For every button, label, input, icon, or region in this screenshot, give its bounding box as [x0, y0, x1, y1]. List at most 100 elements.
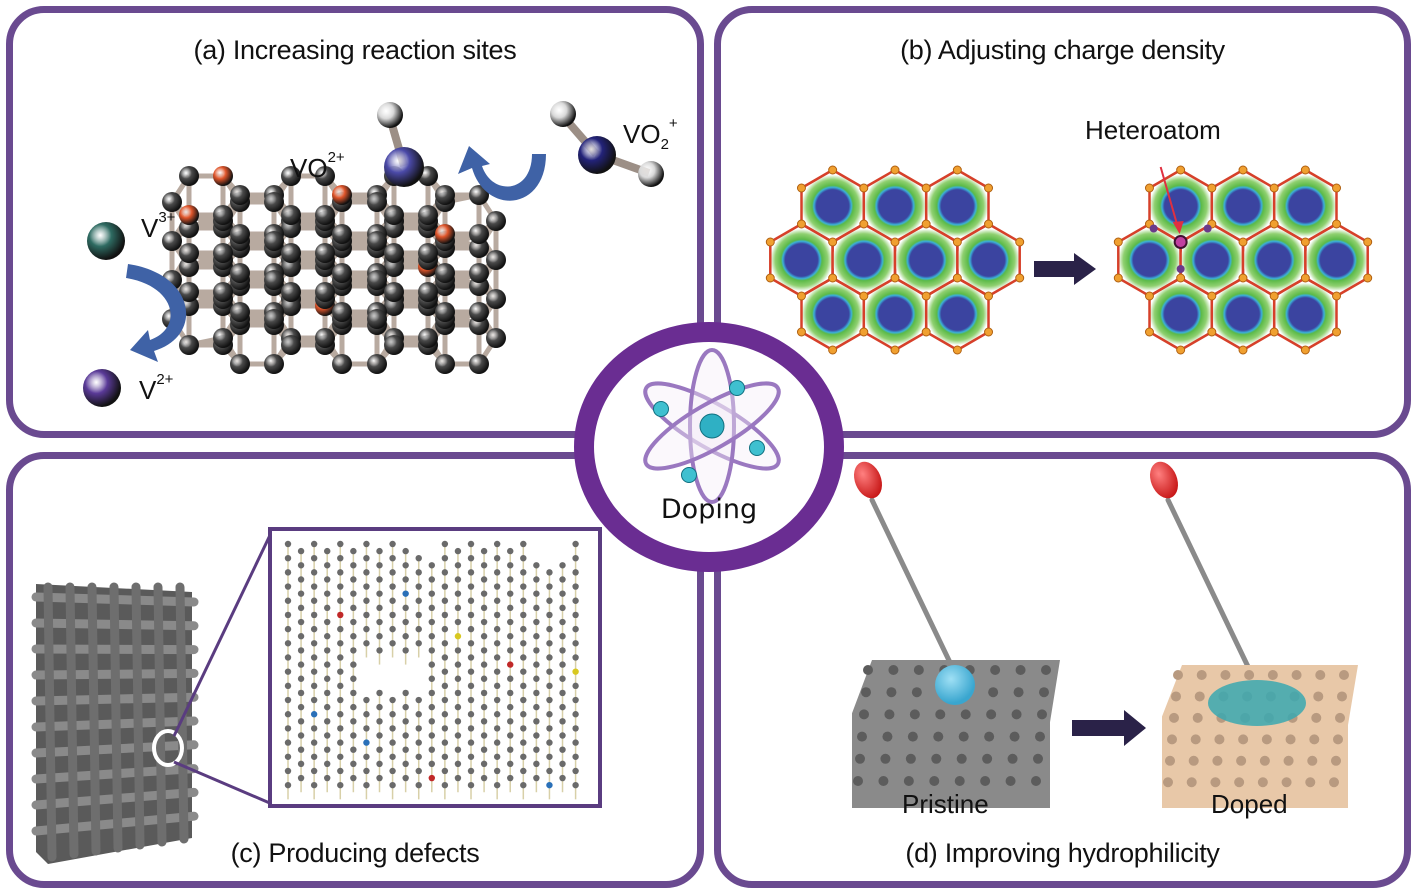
mesh-pore [913, 665, 924, 675]
mesh-pore [933, 731, 944, 742]
carbon-atom [533, 576, 540, 583]
carbon-atom [415, 781, 422, 789]
carbon-atom [507, 618, 514, 626]
carbon-atom [324, 732, 331, 739]
dopant-atom [402, 590, 409, 597]
carbon-atom [454, 562, 462, 569]
lattice-node [1207, 291, 1217, 301]
carbon-atom [415, 625, 422, 633]
carbon-atom [572, 725, 579, 732]
lattice-node [984, 183, 994, 193]
mesh-pore [886, 687, 897, 698]
fiber [131, 582, 145, 850]
carbon-atom [493, 725, 501, 732]
lattice-node [1144, 291, 1154, 301]
carbon-atom [284, 696, 292, 704]
carbon-atom [480, 618, 488, 626]
carbon-atom [281, 166, 301, 186]
carbon-atom [493, 654, 501, 661]
mesh-pore [1190, 734, 1201, 745]
carbon-atom [533, 746, 540, 753]
lattice-node [828, 345, 838, 355]
carbon-atom [572, 711, 579, 718]
species-v2-label: V2+ [139, 371, 174, 405]
carbon-atom [363, 597, 370, 604]
carbon-atom [350, 718, 357, 725]
charge-density-cloud [801, 174, 864, 238]
carbon-atom [428, 661, 435, 668]
carbon-atom [467, 682, 475, 690]
graphene-sheet-with-dopants [83, 101, 664, 407]
carbon-atom [415, 569, 422, 576]
carbon-atom [284, 611, 292, 619]
carbon-atom [480, 547, 488, 555]
mesh-pore [1291, 670, 1302, 680]
carbon-atom [310, 696, 318, 704]
carbon-atom [480, 647, 488, 654]
carbon-atom [520, 625, 527, 633]
dropper-bulb [1150, 461, 1178, 499]
carbon-atom [389, 625, 396, 633]
carbon-atom [467, 640, 475, 647]
curved-arrow-icon [458, 146, 546, 201]
lattice-node [1332, 327, 1342, 337]
carbon-atom [507, 562, 514, 569]
carbon-atom [435, 302, 455, 322]
carbon-atom [284, 569, 292, 576]
carbon-atom [324, 633, 331, 640]
mesh-pore [1309, 734, 1320, 745]
carbon-atom [507, 675, 514, 682]
carbon-atom [441, 739, 449, 746]
carbon-atom [467, 781, 475, 789]
carbon-atom [324, 718, 331, 725]
carbon-atom [376, 703, 383, 711]
carbon-atom [480, 604, 488, 612]
carbon-atom [264, 270, 284, 290]
carbon-atom [415, 767, 422, 775]
panel-b-title: (b) Adjusting charge density [900, 35, 1225, 65]
mesh-pore [903, 776, 914, 786]
carbon-atom [533, 604, 540, 612]
mesh-pore [1333, 734, 1343, 745]
mesh-pore [1165, 755, 1175, 766]
carbon-atom [454, 760, 462, 768]
carbon-atom [546, 725, 553, 732]
lattice-node [1176, 273, 1186, 283]
carbon-atom [493, 554, 501, 562]
species-vo2plus-label: VO2+ [290, 149, 345, 183]
dopant-atom [546, 781, 553, 789]
carbon-atom [469, 263, 489, 283]
carbon-atom [376, 547, 383, 555]
carbon-atom [402, 689, 409, 697]
carbon-atom [559, 590, 566, 597]
carbon-atom [467, 554, 475, 562]
carbon-atom [467, 711, 475, 718]
carbon-atom [350, 732, 357, 739]
carbon-atom [467, 597, 475, 604]
charge-lobe [1149, 224, 1158, 233]
carbon-atom [376, 746, 383, 753]
carbon-atom [520, 725, 527, 732]
lattice-node [952, 273, 962, 283]
nucleus [699, 413, 725, 439]
carbon-atom [507, 633, 514, 640]
mesh-pore [884, 709, 895, 720]
carbon-atom [418, 328, 438, 348]
lattice-node [952, 165, 962, 175]
carbon-atom [310, 753, 318, 760]
carbon-atom [486, 328, 506, 348]
carbon-atom [337, 654, 344, 661]
carbon-atom [389, 767, 396, 775]
carbon-atom [520, 753, 527, 760]
mesh-pore [1188, 755, 1199, 766]
carbon-atom [493, 540, 501, 548]
carbon-atom [435, 263, 455, 283]
mesh-pore [1335, 712, 1345, 723]
carbon-atom [507, 647, 514, 654]
carbon-atom [428, 576, 435, 583]
carbon-atom [337, 711, 344, 718]
carbon-atom [435, 354, 455, 374]
carbon-atom [454, 547, 462, 555]
dopant-atom [572, 668, 579, 675]
atom-icon [643, 348, 781, 504]
